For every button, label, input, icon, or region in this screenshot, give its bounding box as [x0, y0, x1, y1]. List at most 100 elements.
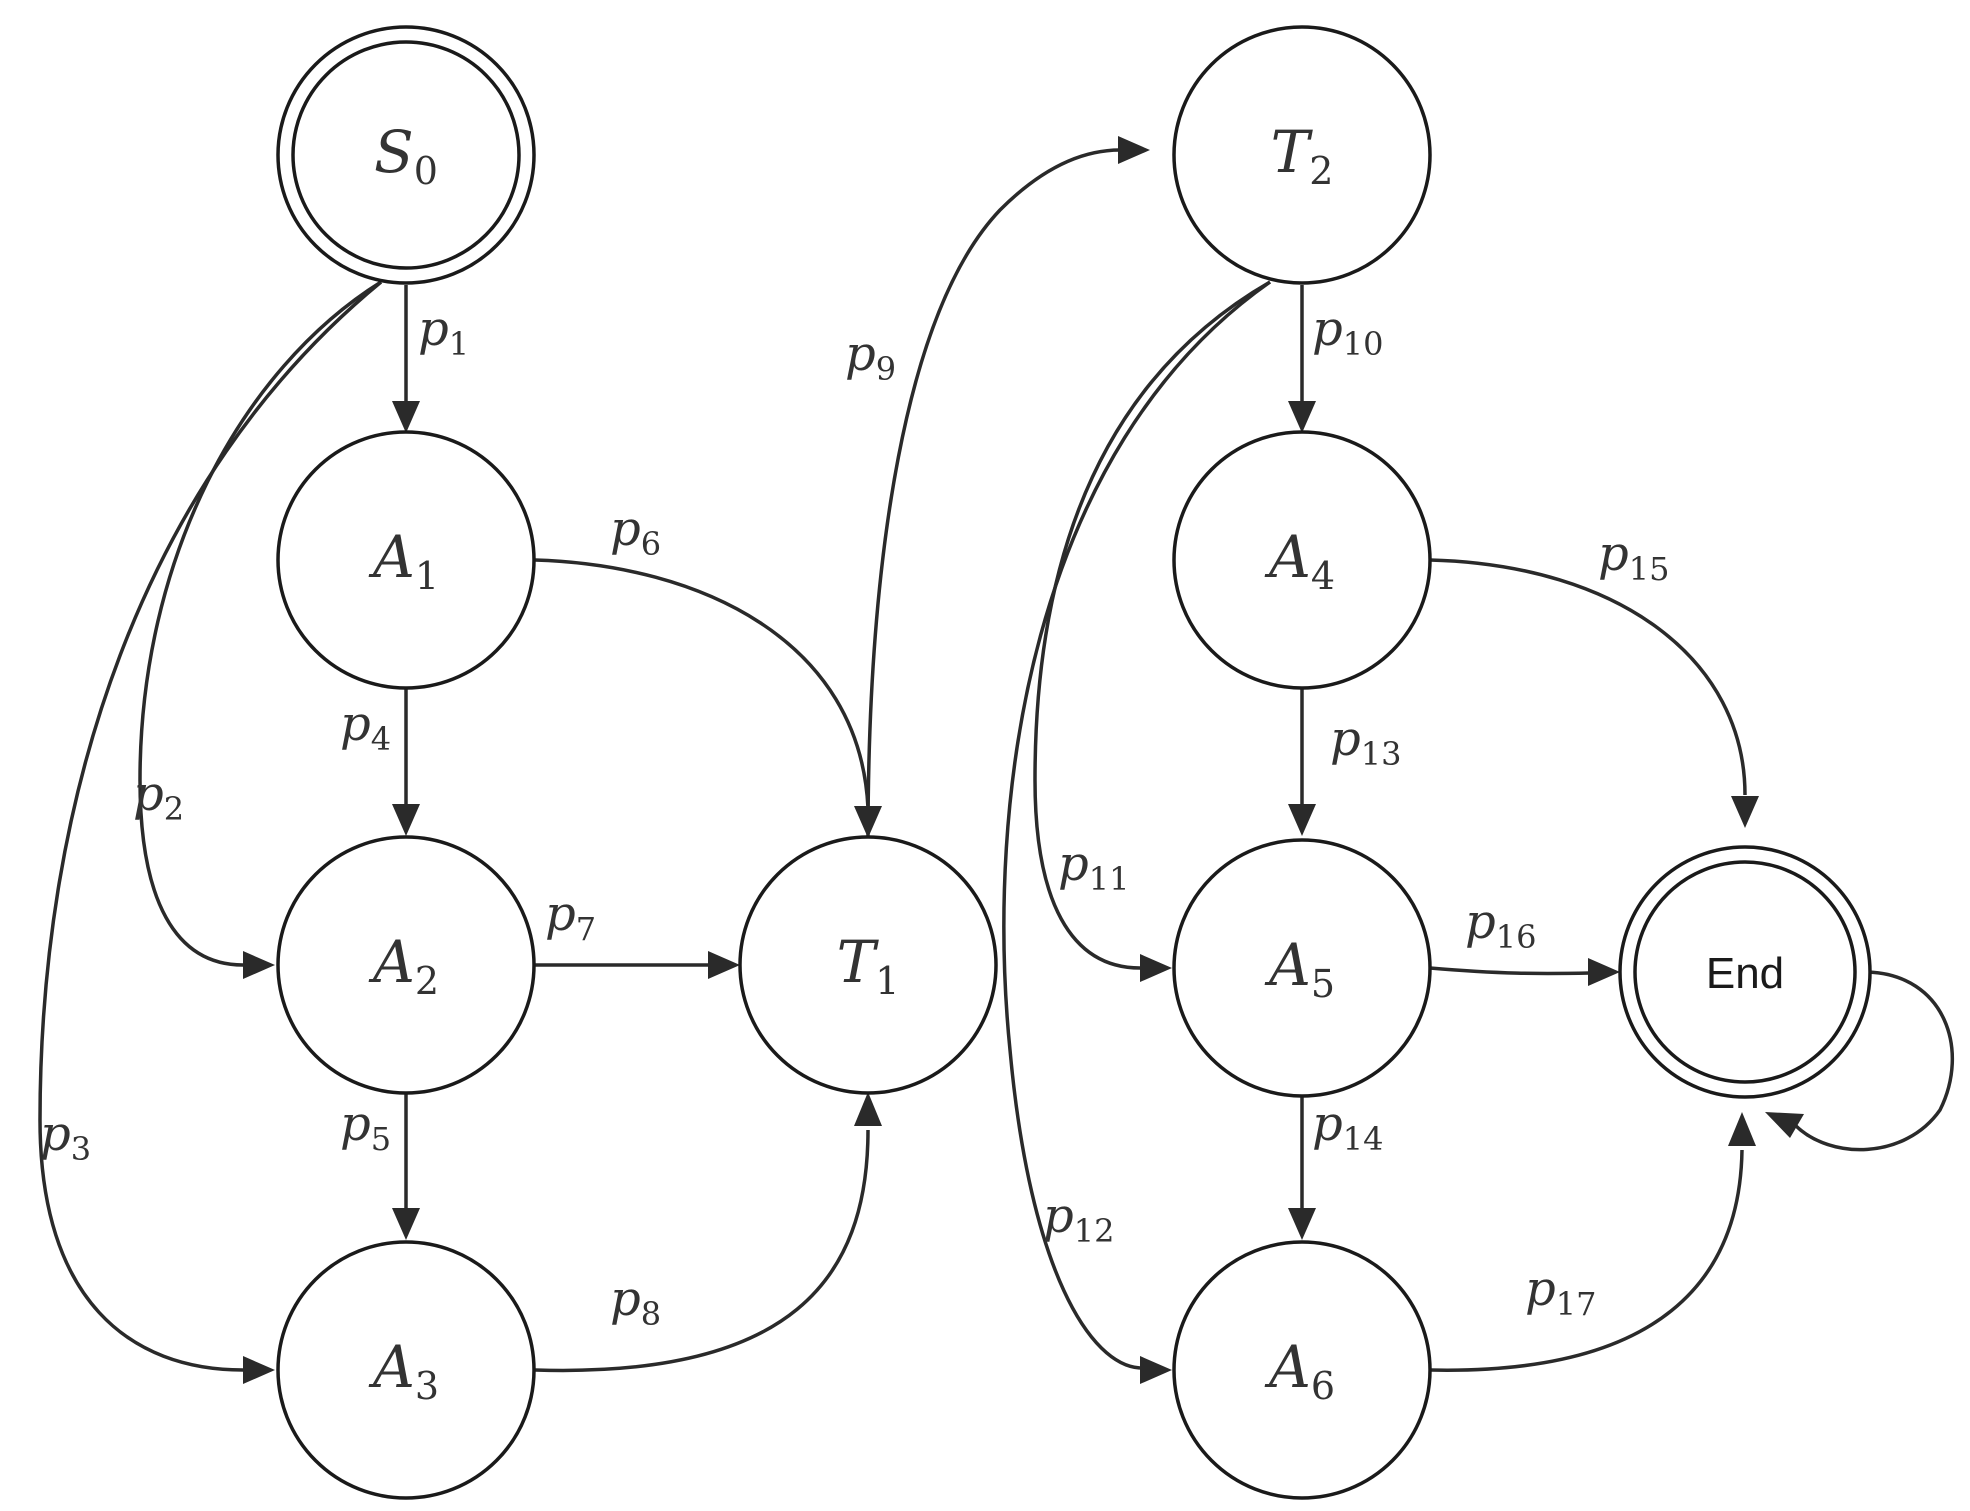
edge-label-p10-sub: 10 — [1343, 325, 1384, 363]
node-a3-sub: 3 — [415, 1364, 439, 1408]
node-t1: T1 — [738, 835, 998, 1095]
node-a6-main: A — [1264, 1333, 1311, 1401]
edge-label-p9-main: p — [845, 326, 876, 382]
edge-label-p15-sub: 15 — [1629, 550, 1670, 588]
svg-text:p10: p10 — [1312, 301, 1383, 363]
node-a2-main: A — [368, 928, 415, 996]
edge-label-p5-main: p — [340, 1096, 371, 1152]
svg-text:T2: T2 — [1271, 118, 1334, 193]
edge-label-p3-sub: 3 — [71, 1130, 91, 1168]
edge-label-p13-sub: 13 — [1361, 735, 1402, 773]
edge-label-p1-main: p — [418, 301, 449, 357]
node-end-label: End — [1706, 949, 1784, 998]
edge-t2-a5 — [1033, 280, 1271, 982]
edge-a1-a2 — [392, 685, 420, 836]
edge-label-p13-main: p — [1330, 711, 1361, 767]
node-a5-main: A — [1264, 931, 1311, 999]
node-a5: A5 — [1172, 838, 1432, 1098]
node-a2-sub: 2 — [415, 959, 439, 1003]
svg-text:p9: p9 — [845, 326, 896, 388]
svg-text:p8: p8 — [610, 1271, 661, 1333]
edge-a5-a6 — [1288, 1095, 1316, 1240]
edge-a3-t1 — [534, 1092, 882, 1373]
node-t2-sub: 2 — [1309, 149, 1333, 193]
edge-a4-end — [1429, 558, 1759, 828]
edge-label-p11-main: p — [1058, 836, 1089, 892]
node-s0-sub: 0 — [414, 149, 438, 193]
node-t1-sub: 1 — [875, 959, 899, 1003]
edge-label-p10-main: p — [1312, 301, 1343, 357]
node-a5-sub: 5 — [1311, 962, 1335, 1006]
node-a2: A2 — [276, 835, 536, 1095]
svg-text:T1: T1 — [837, 928, 900, 1003]
edge-label-p14-main: p — [1312, 1096, 1343, 1152]
edge-label-p15-main: p — [1598, 526, 1629, 582]
svg-text:A2: A2 — [368, 928, 439, 1003]
edge-label-p4-sub: 4 — [371, 720, 391, 758]
node-a1: A1 — [276, 430, 536, 690]
edge-label-p7-main: p — [545, 886, 576, 942]
node-a1-sub: 1 — [415, 554, 439, 598]
edge-s0-a2 — [138, 280, 382, 979]
node-a4-sub: 4 — [1311, 554, 1335, 598]
svg-text:p5: p5 — [340, 1096, 391, 1158]
edge-label-p3-main: p — [40, 1106, 71, 1162]
svg-text:A6: A6 — [1264, 1333, 1335, 1408]
edge-a5-end — [1429, 958, 1620, 986]
edge-label-p8-main: p — [610, 1271, 641, 1327]
edge-label-p7-sub: 7 — [576, 910, 596, 948]
edge-label-p12-main: p — [1043, 1188, 1074, 1244]
svg-text:p4: p4 — [340, 696, 391, 758]
svg-text:A3: A3 — [368, 1333, 439, 1408]
edge-label-p5-sub: 5 — [371, 1120, 391, 1158]
node-a6: A6 — [1172, 1240, 1432, 1500]
edge-label-p17-sub: 17 — [1556, 1285, 1597, 1323]
edge-t1-t2 — [866, 136, 1150, 839]
edge-label-p2-sub: 2 — [164, 790, 184, 828]
edge-t2-a6 — [1002, 280, 1272, 1384]
edge-label-p11-sub: 11 — [1089, 860, 1130, 898]
edge-a6-end — [1429, 1112, 1756, 1372]
edge-t2-a4 — [1288, 285, 1316, 433]
svg-text:A5: A5 — [1264, 931, 1335, 1006]
edge-label-p9-sub: 9 — [876, 350, 896, 388]
edge-label-p14-sub: 14 — [1343, 1120, 1384, 1158]
edge-a2-a3 — [392, 1090, 420, 1240]
node-t2: T2 — [1172, 25, 1432, 285]
edge-label-p6-main: p — [610, 501, 641, 557]
edge-a1-t1 — [534, 558, 882, 838]
edge-label-p17-main: p — [1525, 1261, 1556, 1317]
node-a6-sub: 6 — [1311, 1364, 1335, 1408]
edge-label-p1-sub: 1 — [449, 325, 469, 363]
edge-label-p12-sub: 12 — [1074, 1212, 1115, 1250]
svg-text:A4: A4 — [1264, 523, 1335, 598]
svg-text:p15: p15 — [1598, 526, 1669, 588]
edge-label-p6-sub: 6 — [641, 525, 661, 563]
node-a3: A3 — [276, 1240, 536, 1500]
svg-text:p11: p11 — [1058, 836, 1129, 898]
svg-text:p13: p13 — [1330, 711, 1401, 773]
svg-text:p2: p2 — [133, 766, 184, 828]
node-a4-main: A — [1264, 523, 1311, 591]
edge-label-p4-main: p — [340, 696, 371, 752]
svg-text:p14: p14 — [1312, 1096, 1383, 1158]
node-t2-main: T — [1271, 118, 1314, 186]
svg-text:p17: p17 — [1525, 1261, 1596, 1323]
svg-text:A1: A1 — [368, 523, 439, 598]
edge-end-self-loop — [1765, 970, 1955, 1152]
svg-text:p7: p7 — [545, 886, 596, 948]
edge-label-p2-main: p — [133, 766, 164, 822]
edge-s0-a1 — [392, 285, 420, 433]
node-a1-main: A — [368, 523, 415, 591]
svg-text:p6: p6 — [610, 501, 661, 563]
node-a3-main: A — [368, 1333, 415, 1401]
edge-s0-a3 — [38, 280, 383, 1384]
edge-label-p8-sub: 8 — [641, 1295, 661, 1333]
node-s0-main: S — [374, 118, 414, 186]
node-a4: A4 — [1172, 430, 1432, 690]
edge-a2-t1 — [535, 951, 740, 979]
edge-label-p16-main: p — [1465, 894, 1496, 950]
edge-label-p16-sub: 16 — [1496, 918, 1537, 956]
svg-text:p16: p16 — [1465, 894, 1536, 956]
